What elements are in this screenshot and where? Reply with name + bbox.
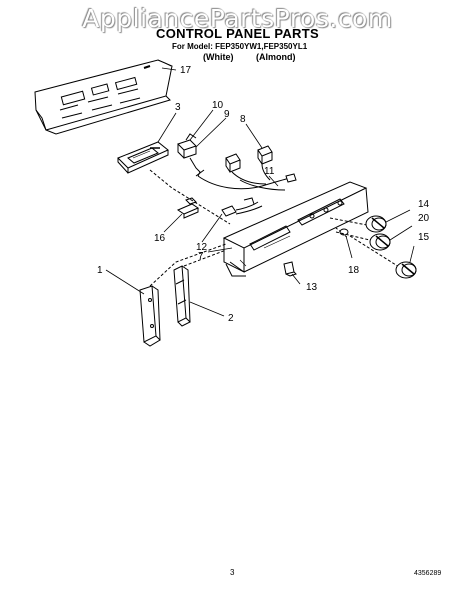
part-17-rear-panel	[34, 59, 173, 135]
leader-11	[268, 175, 279, 187]
leader-18	[345, 235, 353, 259]
leader-2	[189, 301, 225, 317]
callout-7: 7	[198, 251, 204, 262]
leader-7	[207, 247, 233, 253]
callout-8: 8	[240, 114, 246, 125]
leader-10	[189, 109, 214, 141]
callout-10: 10	[212, 100, 224, 111]
callout-15: 15	[418, 232, 430, 243]
part-11-wire-harness	[197, 163, 297, 191]
callout-14: 14	[418, 199, 430, 210]
leader-8	[245, 123, 263, 149]
callout-20: 20	[418, 213, 430, 224]
document-number: 4356289	[414, 570, 442, 577]
callout-17: 17	[180, 65, 192, 76]
callout-9: 9	[224, 109, 230, 120]
part-13-button	[283, 261, 297, 277]
leader-1	[105, 269, 145, 295]
leader-20	[389, 225, 413, 241]
leader-15	[409, 245, 415, 263]
part-1-end-cap	[139, 285, 161, 347]
part-14-knob	[365, 215, 387, 233]
part-9-10-thermostat	[177, 133, 205, 177]
leader-13	[291, 273, 301, 285]
callout-18: 18	[348, 265, 360, 276]
part-8-switch-b	[257, 145, 273, 165]
leader-3	[157, 112, 177, 143]
part-8-switch-a	[225, 153, 241, 173]
part-3-display-module	[117, 141, 169, 174]
leader-14	[385, 209, 411, 223]
part-12-connector	[221, 197, 263, 217]
callout-3: 3	[175, 102, 181, 113]
page-title: CONTROL PANEL PARTS	[156, 26, 319, 41]
color-almond: (Almond)	[256, 52, 296, 62]
callout-11: 11	[264, 166, 275, 177]
leader-16	[163, 213, 183, 233]
part-20-knob	[369, 233, 391, 251]
callout-13: 13	[306, 282, 318, 293]
part-2-bracket	[173, 265, 191, 327]
part-7-control-panel	[222, 181, 369, 277]
assembly-line-bracket	[183, 249, 227, 267]
part-16-clip	[176, 197, 200, 219]
callout-2: 2	[228, 313, 234, 324]
model-line: For Model: FEP350YW1,FEP350YL1	[172, 42, 308, 51]
color-white: (White)	[203, 52, 234, 62]
part-15-knob	[395, 261, 417, 279]
callout-1: 1	[97, 265, 103, 276]
leader-9	[195, 117, 227, 148]
knob-axis-15	[349, 235, 405, 271]
page-number: 3	[230, 568, 235, 577]
callout-12: 12	[196, 242, 208, 253]
watermark: AppliancePartsPros.com	[82, 4, 393, 33]
leader-12	[201, 213, 223, 243]
assembly-line-left	[149, 243, 227, 287]
callout-16: 16	[154, 233, 166, 244]
knob-axis-14	[329, 217, 373, 227]
leader-17	[161, 67, 177, 71]
